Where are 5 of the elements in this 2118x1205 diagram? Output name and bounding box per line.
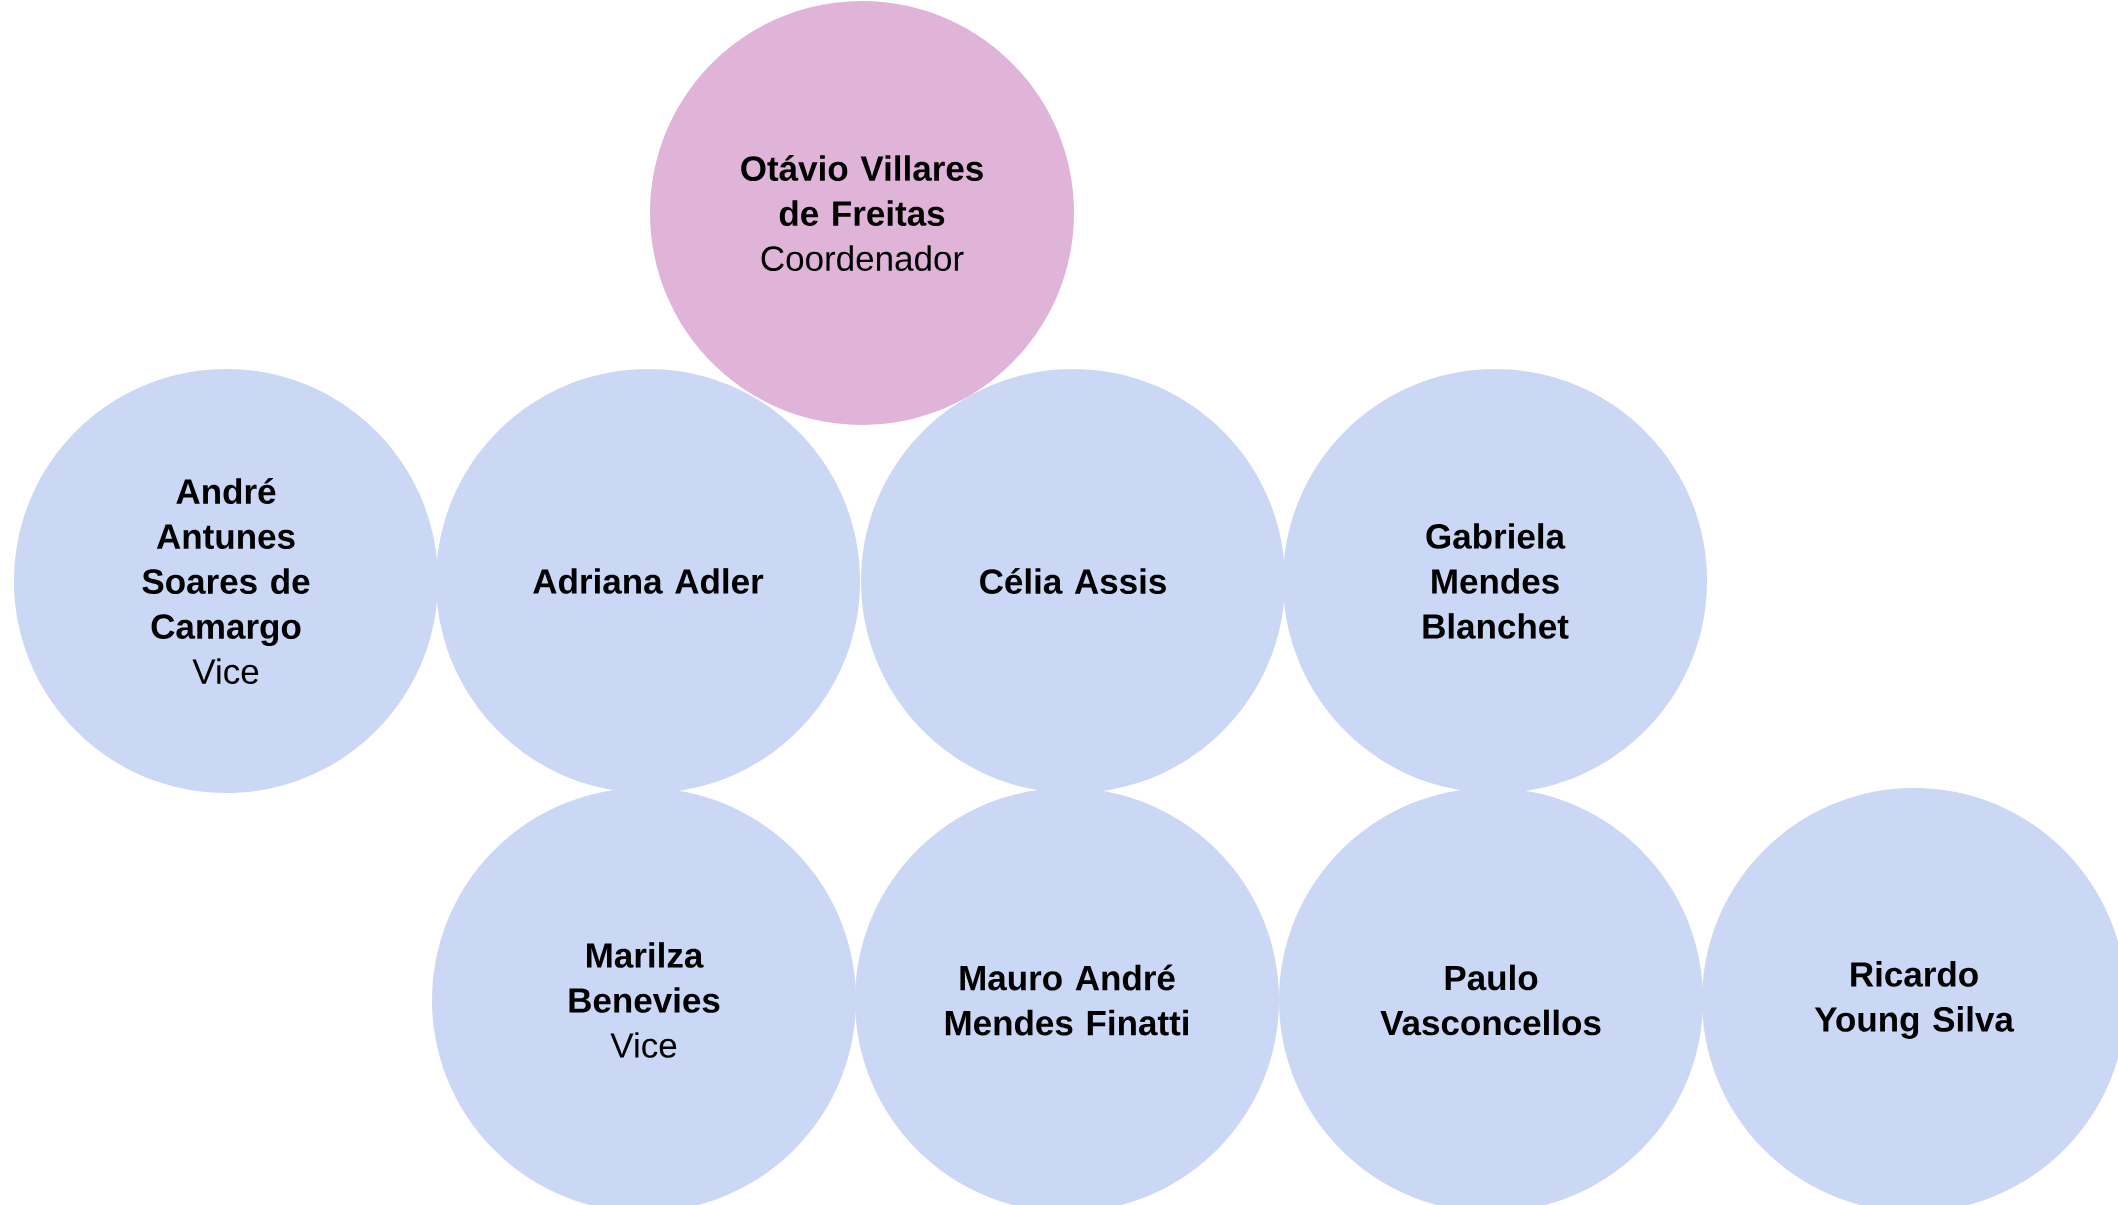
circle-node: Célia Assis bbox=[861, 369, 1285, 793]
circle-node: Gabriela Mendes Blanchet bbox=[1283, 369, 1707, 793]
circle-node: André Antunes Soares de Camargo Vice bbox=[14, 369, 438, 793]
circle-node: Adriana Adler bbox=[436, 369, 860, 793]
circle-node: Otávio Villares de Freitas Coordenador bbox=[650, 1, 1074, 425]
